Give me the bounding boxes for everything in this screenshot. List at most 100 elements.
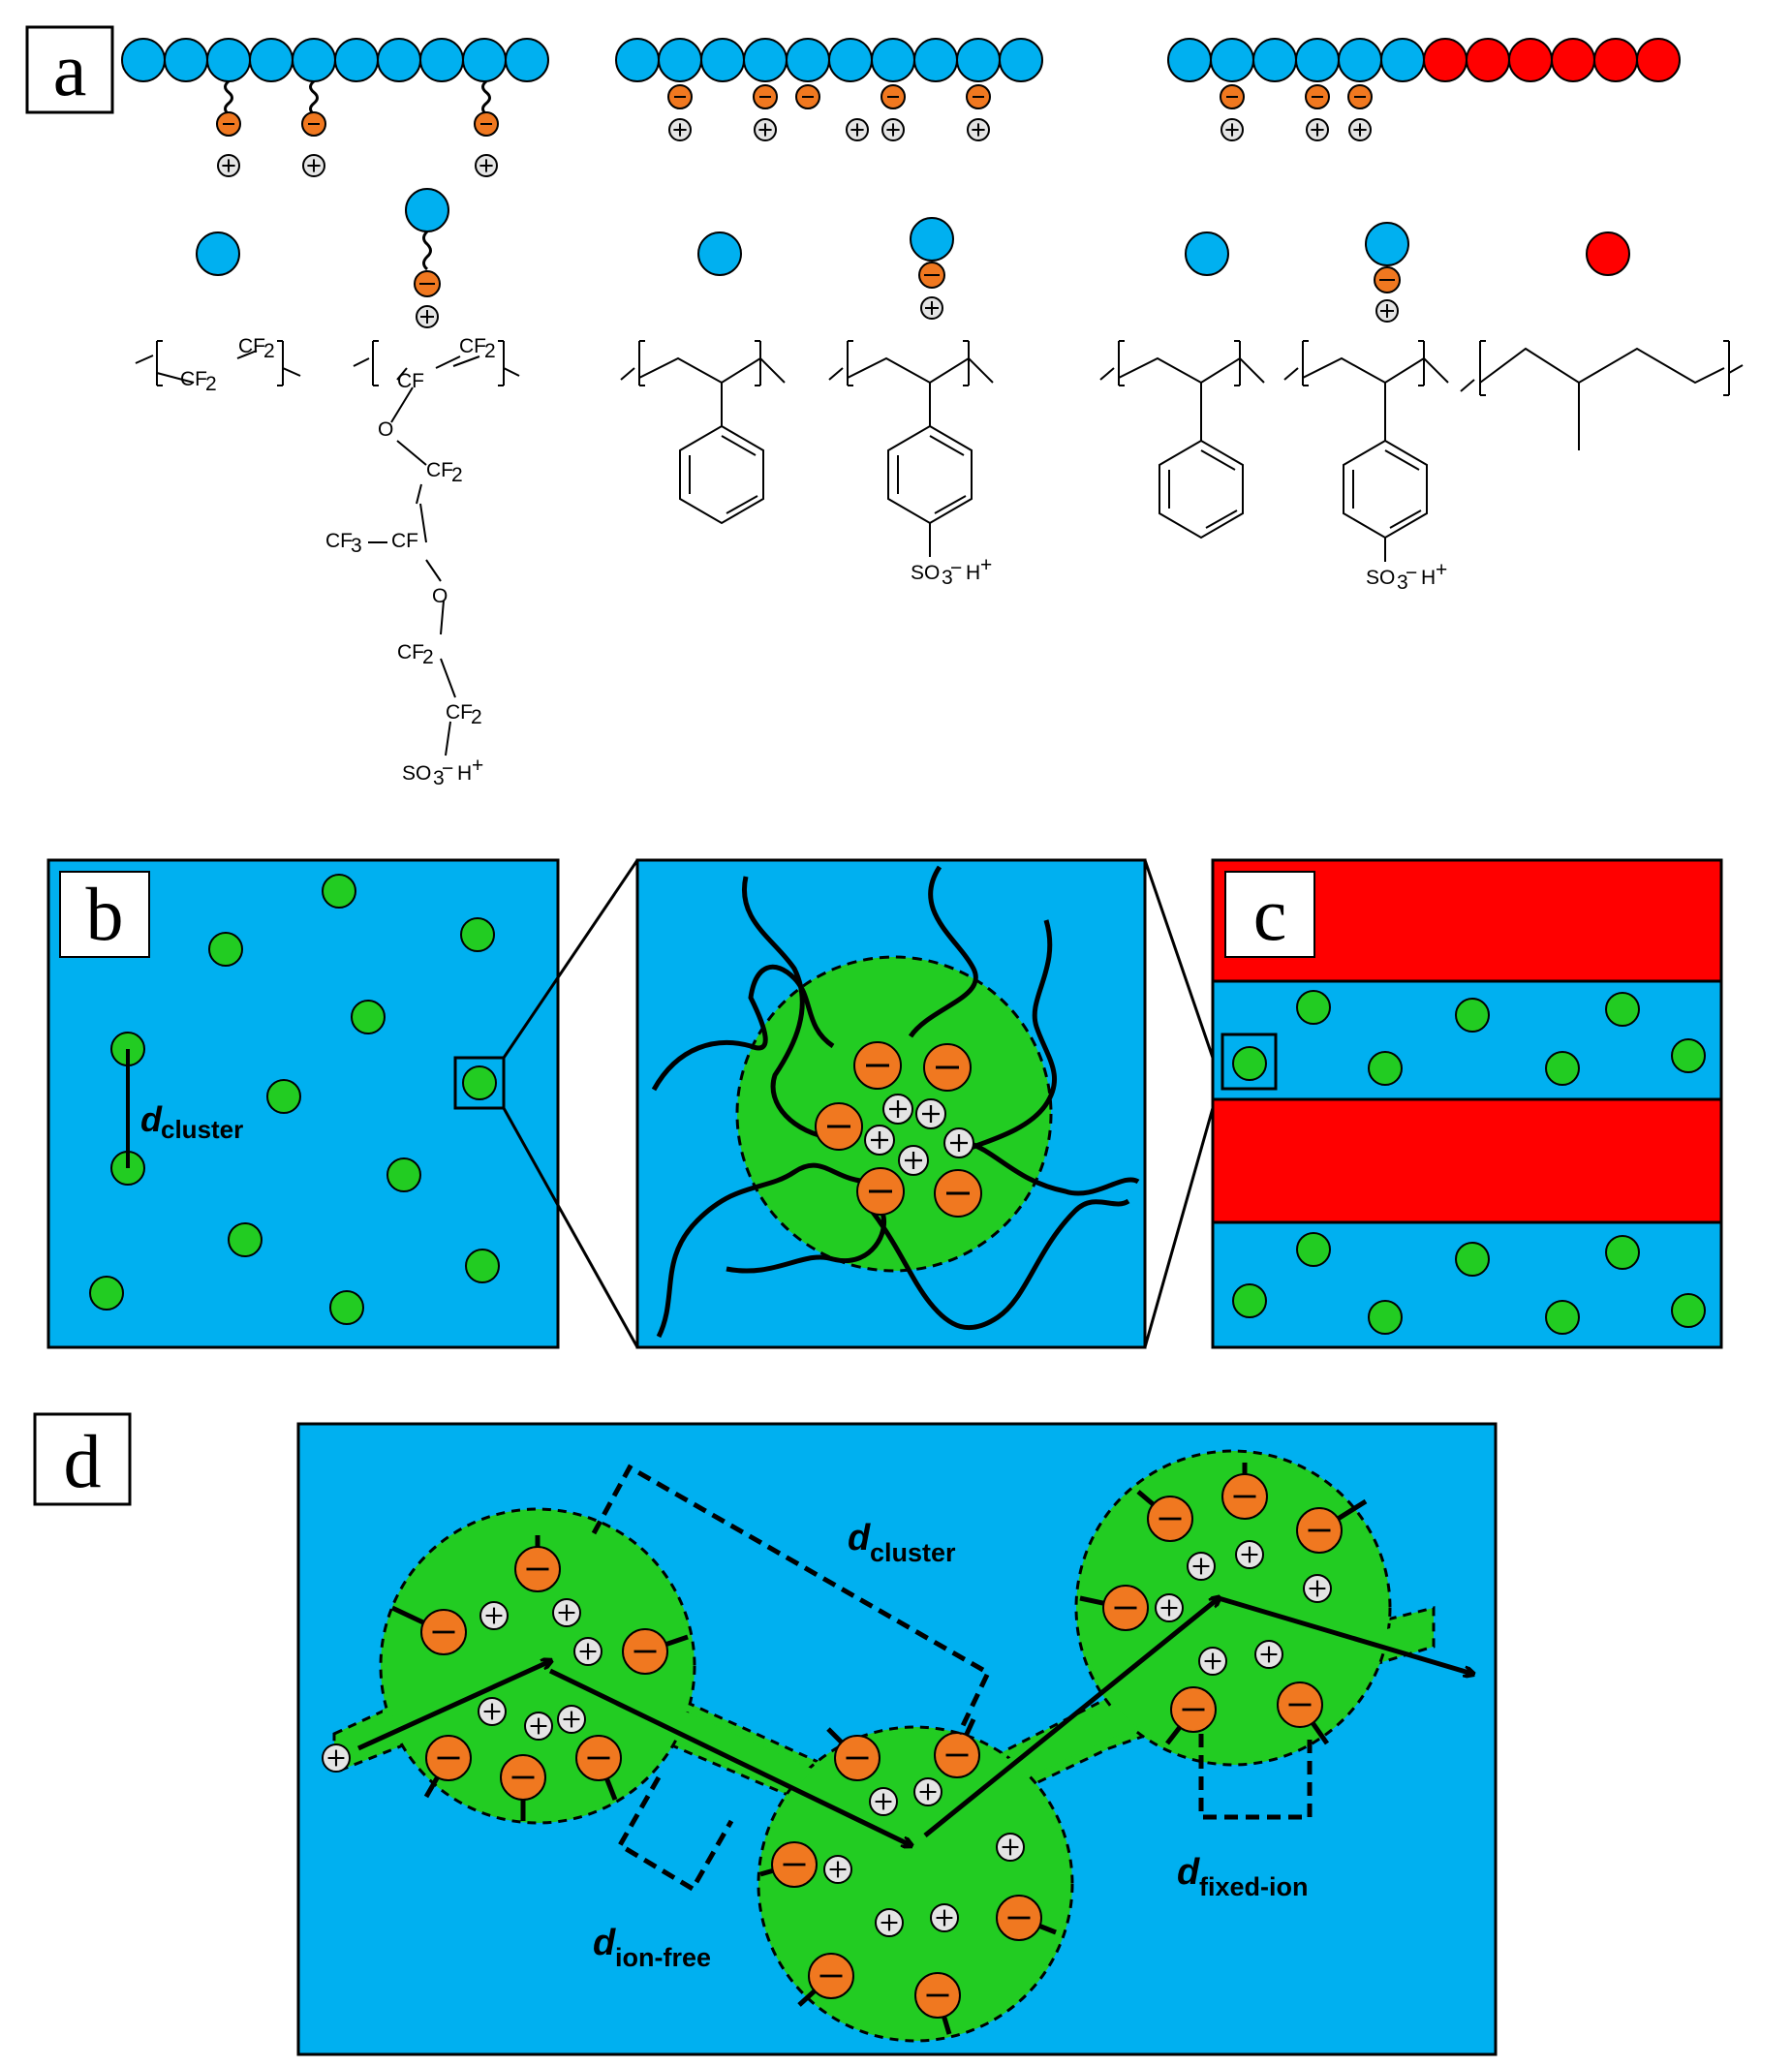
nafion-o-label-1: O	[378, 418, 393, 441]
ionic-cluster	[1605, 1235, 1640, 1270]
ionic-cluster	[322, 874, 356, 909]
sub-2: 2	[205, 373, 217, 395]
mobile-cation	[552, 1598, 581, 1627]
fixed-anion	[1102, 1585, 1149, 1631]
sub-3: 3	[433, 767, 445, 789]
panel-c-label: c	[1253, 872, 1287, 956]
ionic-cluster	[1296, 1232, 1331, 1267]
fixed-anion	[934, 1732, 980, 1778]
ionic-cluster	[89, 1276, 124, 1311]
nafion-cf3-label: CF	[325, 530, 353, 552]
panel-a: a	[25, 25, 1744, 789]
chain-nafion	[121, 38, 549, 177]
mobile-cation	[478, 1697, 507, 1726]
panel-d: d d cluster	[33, 1412, 1498, 2056]
mobile-cation	[864, 1125, 895, 1156]
mobile-cation	[573, 1637, 602, 1666]
sps-so3-label: SO	[911, 562, 940, 584]
ionic-cluster	[1368, 1300, 1403, 1335]
backbone-bead	[377, 38, 421, 82]
fixed-anion	[1347, 84, 1373, 109]
fixed-anion	[834, 1735, 881, 1781]
sub-2: 2	[484, 340, 496, 362]
mobile-cation	[302, 154, 325, 177]
monomer-legend	[196, 188, 1630, 328]
olefin-block-bead	[1423, 38, 1468, 82]
backbone-bead	[462, 38, 507, 82]
backbone-bead	[419, 38, 464, 82]
d-cluster-subscript-d: cluster	[870, 1538, 956, 1567]
backbone-bead	[658, 38, 702, 82]
sulfonated-block-bead	[1338, 38, 1382, 82]
panel-c: c	[1143, 858, 1723, 1349]
mobile-cation	[1254, 1640, 1283, 1669]
mobile-cation	[668, 118, 692, 141]
olefin-block-monomer-icon	[1586, 231, 1630, 276]
backbone-bead	[871, 38, 915, 82]
mobile-cation	[913, 1777, 942, 1806]
ionic-cluster	[1232, 1283, 1267, 1318]
mobile-cation	[557, 1705, 586, 1734]
mobile-cation	[1198, 1647, 1227, 1676]
fixed-anion	[856, 1167, 905, 1216]
mobile-cation	[1303, 1574, 1332, 1603]
sub-3: 3	[1397, 571, 1408, 594]
olefin-block-bead	[1593, 38, 1638, 82]
mobile-cation	[1220, 118, 1244, 141]
zoomed-cluster-panel	[635, 858, 1147, 1349]
olefin-block-bead	[1551, 38, 1595, 82]
fixed-anion	[1170, 1686, 1217, 1733]
backbone-bead	[700, 38, 745, 82]
fixed-anion	[795, 84, 820, 109]
panel-d-label: d	[64, 1419, 102, 1503]
sps-h-label: H	[966, 562, 980, 584]
chemical-labels: CF 2 CF 2 CF 2 CF O CF 2 CF 3 CF O CF 2 …	[180, 335, 1447, 789]
sulfonated-block-bead	[1252, 38, 1297, 82]
sulfonated-block-bead	[1380, 38, 1425, 82]
fixed-anion	[881, 84, 906, 109]
side-chain-monomer-icon	[405, 188, 449, 328]
backbone-monomer-icon	[196, 231, 240, 276]
ionic-cluster	[266, 1079, 301, 1114]
mobile-cation	[930, 1903, 959, 1932]
distance-markers	[591, 1464, 1313, 1893]
ionic-cluster	[1545, 1051, 1580, 1086]
olefin-block-bead	[1508, 38, 1553, 82]
d-cluster-bracket	[591, 1464, 992, 1736]
d-fixed-ion-bracket	[1198, 1734, 1313, 1820]
ionic-cluster	[1368, 1051, 1403, 1086]
mobile-cation	[967, 118, 990, 141]
ptfe-cf2-label-2: CF	[180, 368, 207, 390]
chemical-structures	[135, 340, 1744, 756]
fixed-anion	[1296, 1507, 1343, 1554]
panel-b-label: b	[86, 872, 124, 956]
nafion-h-label: H	[457, 762, 472, 785]
mobile-cation	[846, 118, 869, 141]
fixed-anion	[667, 84, 693, 109]
block-so3-label: SO	[1366, 567, 1395, 589]
panel-b: b d cluster	[46, 858, 639, 1349]
plus-sign: +	[980, 554, 992, 576]
fixed-anion	[753, 84, 778, 109]
fixed-anion	[622, 1628, 668, 1675]
ionic-cluster	[208, 932, 243, 967]
mobile-cation	[479, 1601, 509, 1630]
ionic-cluster	[351, 1000, 386, 1034]
fixed-anion	[966, 84, 991, 109]
fixed-anion	[923, 1043, 972, 1092]
fixed-anion	[216, 111, 241, 137]
fixed-anion	[1220, 84, 1245, 109]
sub-2: 2	[451, 464, 463, 486]
ionic-cluster	[1671, 1038, 1706, 1073]
plus-sign: +	[472, 755, 483, 777]
mobile-cation	[915, 1098, 946, 1129]
block-h-label: H	[1421, 567, 1436, 589]
fixed-anion	[996, 1895, 1042, 1941]
ionic-cluster	[1232, 1046, 1267, 1081]
mobile-cation	[881, 118, 905, 141]
fixed-anion	[474, 111, 499, 137]
backbone-bead	[334, 38, 379, 82]
backbone-bead	[249, 38, 294, 82]
mobile-cation	[1235, 1540, 1264, 1569]
